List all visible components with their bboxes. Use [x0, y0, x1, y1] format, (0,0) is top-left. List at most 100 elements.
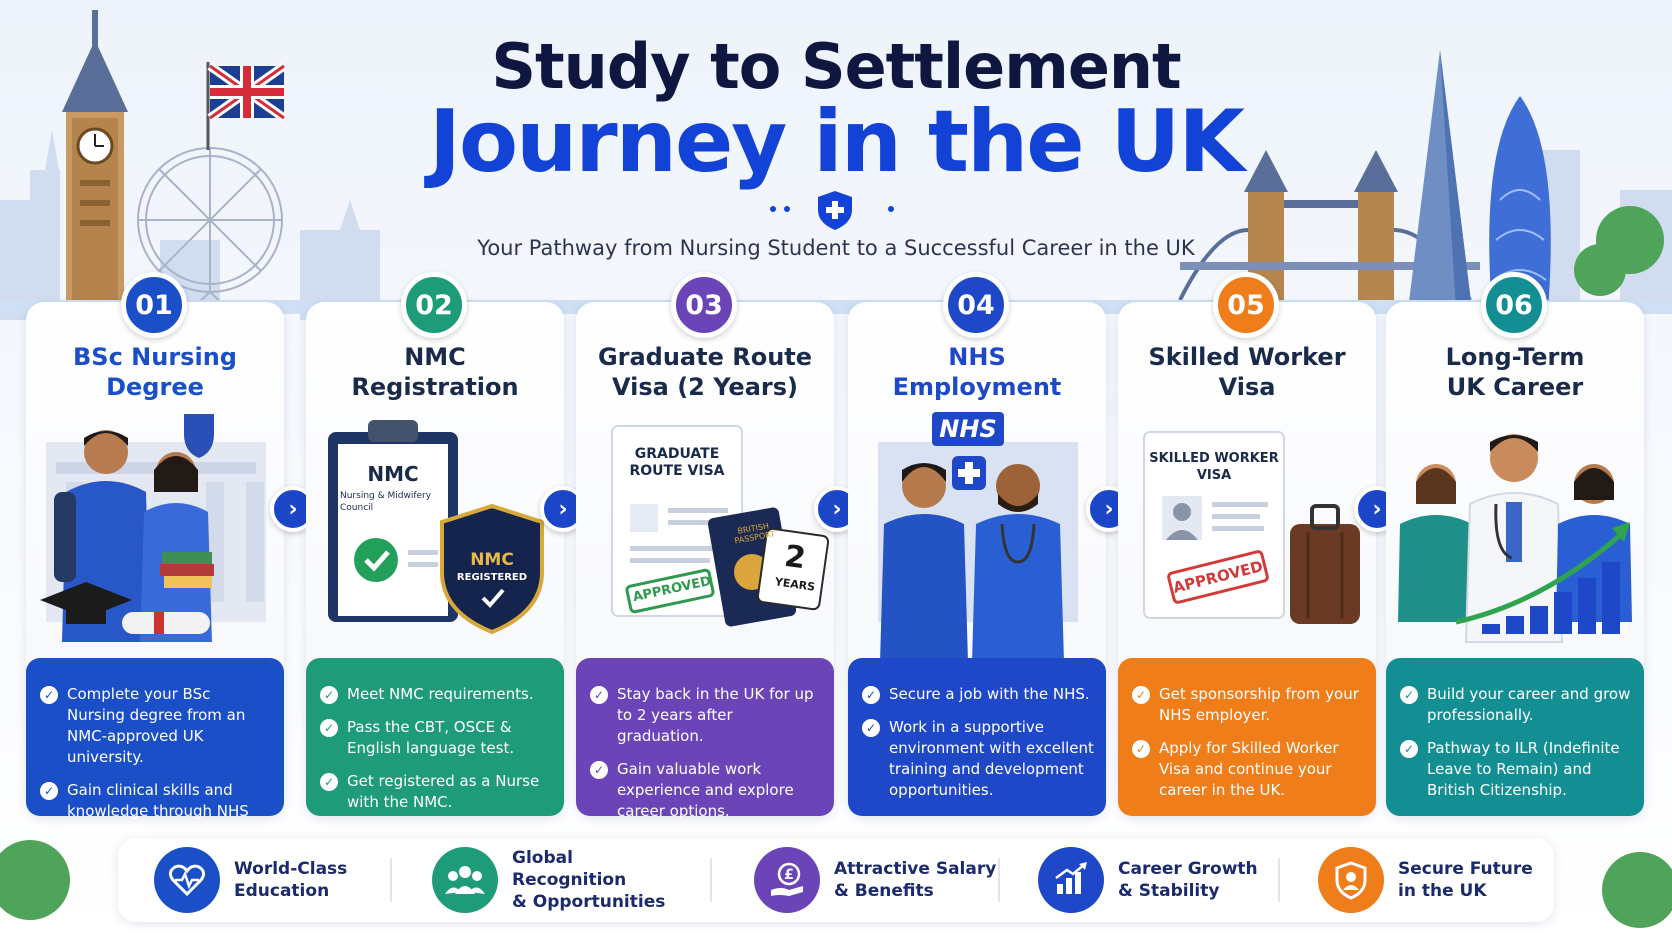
step-bullets-panel: ✓Stay back in the UK for up to 2 years a…	[576, 658, 834, 820]
nmc-doc-subtitle: Nursing & Midwifery Council	[340, 491, 432, 513]
check-icon: ✓	[1400, 686, 1418, 704]
svg-text:£: £	[784, 867, 794, 883]
nhs-hospital-icon	[878, 412, 1078, 662]
step-title: BSc Nursing Degree	[73, 343, 237, 401]
bullet-item: ✓Get registered as a Nurse with the NMC.	[320, 771, 552, 813]
check-icon: ✓	[40, 686, 58, 704]
benefit-world-class-education: World-Class Education	[154, 838, 414, 922]
visa-document-icon	[1143, 431, 1360, 624]
benefit-attractive-salary: £ Attractive Salary & Benefits	[754, 838, 1014, 922]
step-bullets-panel: ✓Secure a job with the NHS. ✓Work in a s…	[848, 658, 1106, 816]
growth-arrow-icon	[1455, 528, 1628, 625]
growth-chart-icon	[1038, 847, 1104, 913]
check-icon: ✓	[320, 719, 338, 737]
graduate-visa-illustration: GRADUATE ROUTE VISA APPROVED BRITISH PAS…	[576, 412, 834, 662]
growth-bars-icon	[1482, 562, 1620, 634]
step-card-skilled-worker-visa: 05 Skilled Worker Visa SKILLED WORKER VI…	[1118, 272, 1376, 816]
check-icon: ✓	[862, 686, 880, 704]
step-title: Graduate Route Visa (2 Years)	[597, 343, 813, 401]
divider	[998, 858, 1000, 902]
diploma-scroll-icon	[122, 612, 210, 634]
check-icon: ✓	[320, 773, 338, 791]
decor-dot	[770, 206, 776, 212]
bullet-item: ✓Pass the CBT, OSCE & English language t…	[320, 717, 552, 759]
nhs-staff-illustration: NHS	[848, 412, 1106, 662]
step-number-badge: 01	[121, 272, 187, 338]
divider	[390, 858, 392, 902]
bullet-item: ✓Get sponsorship from your NHS employer.	[1132, 684, 1364, 726]
step-number-badge: 02	[401, 272, 467, 338]
page-subtitle: Your Pathway from Nursing Student to a S…	[477, 236, 1195, 260]
step-number-badge: 05	[1213, 272, 1279, 338]
university-crest-icon	[184, 414, 214, 458]
people-group-icon	[432, 847, 498, 913]
step-title: Skilled Worker Visa	[1148, 343, 1346, 401]
benefit-career-growth: Career Growth & Stability	[1038, 838, 1298, 922]
bullet-item: ✓Stay back in the UK for up to 2 years a…	[590, 684, 822, 747]
nursing-students-illustration	[40, 414, 266, 642]
check-icon: ✓	[862, 719, 880, 737]
benefit-global-recognition: Global Recognition & Opportunities	[432, 838, 692, 922]
nmc-clipboard-illustration: NMC Nursing & Midwifery Council NMC REGI…	[306, 412, 564, 662]
pound-hand-icon: £	[754, 847, 820, 913]
nmc-shield-label: REGISTERED	[456, 572, 528, 583]
visa-doc-title: SKILLED WORKER VISA	[1149, 451, 1279, 483]
step-number-badge: 06	[1481, 272, 1547, 338]
step-bullets-panel: ✓Get sponsorship from your NHS employer.…	[1118, 658, 1376, 816]
check-icon: ✓	[1400, 740, 1418, 758]
nmc-shield-title: NMC	[470, 550, 514, 570]
step-card-bsc-nursing: 01 BSc Nursing Degree ✓Complete your BSc…	[26, 272, 284, 841]
bullet-item: ✓Secure a job with the NHS.	[862, 684, 1094, 705]
heart-pulse-icon	[154, 847, 220, 913]
shield-person-icon	[1318, 847, 1384, 913]
step-bullets-panel: ✓Build your career and grow professional…	[1386, 658, 1644, 816]
divider	[710, 858, 712, 902]
suitcase-icon	[1290, 524, 1360, 624]
visa-document-icon	[611, 425, 830, 627]
decor-dot	[888, 206, 894, 212]
chevron-right-icon: ›	[1104, 496, 1114, 522]
bullet-item: ✓Build your career and grow professional…	[1400, 684, 1632, 726]
step-number-badge: 04	[943, 272, 1009, 338]
step-card-nhs-employment: 04 NHS Employment NHS ✓Secure a job with…	[848, 272, 1106, 816]
benefits-bar: World-Class Education Global Recognition…	[118, 838, 1554, 922]
healthcare-team-illustration	[1398, 434, 1632, 643]
chevron-right-icon: ›	[288, 496, 298, 522]
graduation-cap-icon	[40, 582, 132, 618]
calendar-icon	[756, 527, 830, 611]
bullet-item: ✓Work in a supportive environment with e…	[862, 717, 1094, 801]
bullet-item: ✓Complete your BSc Nursing degree from a…	[40, 684, 272, 768]
check-icon: ✓	[1132, 740, 1150, 758]
chevron-right-icon: ›	[558, 496, 568, 522]
shield-cross-icon	[818, 191, 852, 230]
step-number-badge: 03	[671, 272, 737, 338]
bullet-item: ✓Meet NMC requirements.	[320, 684, 552, 705]
chevron-right-icon: ›	[1372, 496, 1382, 522]
visa-doc-title: GRADUATE ROUTE VISA	[629, 446, 725, 479]
bullet-item: ✓Gain valuable work experience and explo…	[590, 759, 822, 822]
nhs-logo: NHS	[939, 415, 997, 443]
step-title: NHS Employment	[892, 343, 1062, 401]
step-title: NMC Registration	[351, 343, 519, 401]
check-icon: ✓	[1132, 686, 1150, 704]
benefit-secure-future: Secure Future in the UK	[1318, 838, 1578, 922]
page-title-line1: Study to Settlement	[491, 30, 1181, 103]
step-bullets-panel: ✓Complete your BSc Nursing degree from a…	[26, 658, 284, 841]
check-icon: ✓	[590, 686, 608, 704]
chevron-right-icon: ›	[832, 496, 842, 522]
step-title: Long-Term UK Career	[1445, 343, 1585, 401]
check-icon: ✓	[40, 782, 58, 800]
step-card-graduate-route-visa: 03 Graduate Route Visa (2 Years) GRADUAT…	[576, 272, 834, 820]
skilled-worker-visa-illustration: SKILLED WORKER VISA APPROVED	[1118, 412, 1376, 662]
step-card-long-term-career: 06 Long-Term UK Career ✓Build your c	[1386, 272, 1644, 816]
check-icon: ✓	[590, 761, 608, 779]
stethoscope-icon	[1494, 503, 1513, 560]
bullet-item: ✓Apply for Skilled Worker Visa and conti…	[1132, 738, 1364, 801]
bullet-item: ✓Gain clinical skills and knowledge thro…	[40, 780, 272, 843]
decor-dot	[784, 206, 790, 212]
bullet-item: ✓Pathway to ILR (Indefinite Leave to Rem…	[1400, 738, 1632, 801]
page-title-line2: Journey in the UK	[429, 92, 1245, 192]
step-bullets-panel: ✓Meet NMC requirements. ✓Pass the CBT, O…	[306, 658, 564, 816]
nmc-doc-title: NMC	[367, 462, 419, 486]
clipboard-icon	[328, 420, 544, 635]
